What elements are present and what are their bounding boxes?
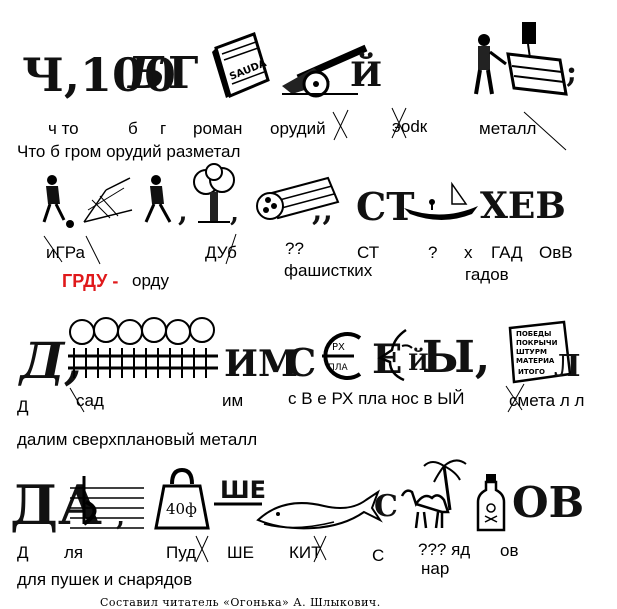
rebus-glyph-ov: ОВ (512, 478, 585, 527)
label-g: г (160, 119, 167, 138)
log-bundle-illustration (256, 176, 340, 220)
rebus-double-comma: ,, (312, 193, 333, 228)
label-x: х (464, 243, 473, 262)
label-roman: роман (193, 119, 243, 138)
rebus-glyph-st: СТ (356, 184, 415, 229)
label-im: им (222, 391, 244, 410)
label-chto: ч то (48, 119, 79, 138)
book-illustration: SAUDA (212, 32, 270, 99)
label-orudiy: орудий (270, 119, 326, 138)
label-nar: нар (421, 559, 450, 578)
answer-row-2-red: ГРДУ - (62, 271, 119, 291)
label-metall: металл (479, 119, 537, 138)
rebus-glyph-s-2: С (374, 489, 398, 524)
she-sign-illustration (214, 502, 262, 506)
answer-row-3: далим сверхплановый металл (17, 430, 258, 449)
label-sad: сад (76, 391, 104, 410)
rebus-glyph-s: С (286, 340, 317, 385)
answer-row-2: орду (132, 271, 169, 290)
answer-row-4: для пушек и снарядов (17, 570, 193, 589)
rebus-glyph-d: Д, (20, 331, 82, 390)
poster-line-1: ПОБЕДЫ (516, 330, 551, 338)
rebus-glyph-ch100: Ч,100 (22, 48, 177, 102)
label-she: ШЕ (227, 543, 254, 562)
rebus-glyph-she: ШЕ (220, 476, 267, 504)
answer-row-1: Что б гром орудий разметал (17, 142, 241, 161)
label-kit: КИТ (289, 543, 322, 562)
credit-line: Составил читатель «Огонька» А. Шлыкович. (100, 596, 381, 609)
nose-profile-illustration (377, 328, 413, 382)
label-pud: Пуд (166, 543, 197, 562)
label-d-2: Д (17, 543, 29, 562)
metal-pour-illustration (474, 22, 568, 96)
cannon-illustration (282, 44, 368, 98)
rebus-comma-2: , (230, 198, 240, 228)
poster-line-2: ПОКРЫЧИ (516, 339, 558, 347)
football-game-illustration (42, 175, 172, 228)
poster-line-3: ШТУРМ (516, 348, 547, 356)
label-ov: ов (500, 541, 519, 560)
label-d: Д (17, 397, 29, 416)
label-sverhplan: с В е РХ пла нос в ЫЙ (288, 389, 465, 408)
rebus-glyph-semicolon: ; (566, 55, 578, 90)
label-gad: ГАД (491, 243, 523, 262)
rebus-glyph-e: Е (372, 336, 403, 383)
garden-fence-illustration (68, 317, 218, 378)
label-question-2: ? (428, 243, 438, 262)
label-st: СТ (357, 243, 380, 262)
weight-illustration: 40ф (154, 467, 210, 530)
camel-palm-illustration (400, 459, 467, 529)
rebus-glyph-g: Г (168, 48, 199, 99)
label-lya: ля (64, 543, 84, 562)
plate-letter-e-illustration: РХ ПЛА (322, 332, 362, 380)
music-flat-illustration (70, 476, 144, 529)
rebus-glyph-xev: ХЕВ (480, 185, 566, 227)
poster-line-5: ИТОГО (518, 368, 545, 376)
label-razm-reversed: эоdк (392, 117, 428, 136)
label-question-1: ?? (285, 239, 304, 258)
label-s: С (372, 546, 385, 565)
poster-illustration: ПОБЕДЫ ПОКРЫЧИ ШТУРМ МАТЕРИА ИТОГО (508, 320, 572, 384)
plate-text-bottom: ПЛА (328, 363, 349, 373)
plate-text-top: РХ (332, 342, 345, 353)
label-yad: ??? яд (418, 540, 471, 559)
weight-label: 40ф (166, 500, 197, 518)
rebus-glyph-l: Л (554, 349, 581, 384)
oak-tree-illustration (193, 163, 235, 223)
whale-illustration (256, 489, 383, 530)
label-ovv: ОвВ (539, 243, 573, 262)
rebus-comma-1: , (178, 195, 188, 228)
poison-bottle-illustration (476, 474, 506, 532)
label-gadov: гадов (465, 265, 509, 284)
rebus-glyph-y: Й (350, 55, 383, 95)
label-b: б (128, 119, 138, 138)
label-smeta: смета л л (509, 391, 585, 410)
rebus-glyph-y-short: Й (408, 350, 429, 376)
label-igra: иГРа (46, 243, 85, 262)
boat-illustration (404, 181, 478, 220)
rebus-glyph-im: ИМ (224, 343, 298, 385)
rebus-glyph-y-hard: Ы, (422, 332, 491, 383)
label-fashistkih: фашистких (284, 261, 373, 280)
rebus-comma-3: , (116, 502, 126, 532)
poster-line-4: МАТЕРИА (516, 357, 555, 365)
rebus-glyph-b: Б (128, 48, 166, 99)
